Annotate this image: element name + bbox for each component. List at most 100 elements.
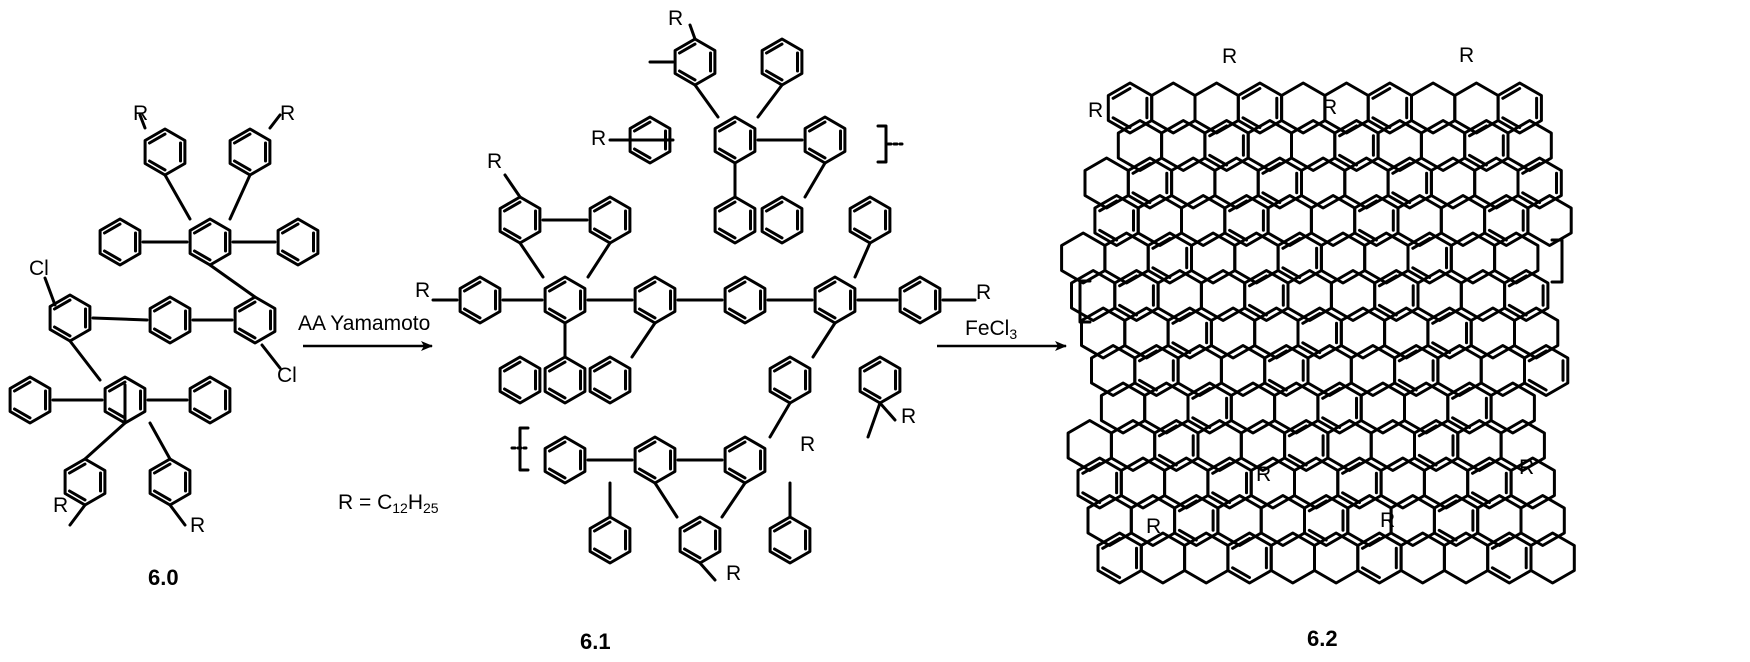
benzene-ring-icon [1523, 344, 1570, 397]
double-bond [808, 147, 827, 160]
r-group-definition: R = C12H25 [338, 492, 439, 516]
benzene-ring-icon [276, 217, 320, 267]
r-label: R [1459, 44, 1475, 67]
double-bond [1338, 124, 1358, 138]
double-bond [1231, 537, 1251, 550]
benzene-ring-icon [543, 275, 587, 325]
double-bond [1468, 124, 1488, 138]
double-bond [53, 325, 72, 338]
benzene-ring-icon [1499, 419, 1546, 472]
r-label: R [190, 514, 206, 537]
double-bond [903, 307, 922, 320]
double-bond [1471, 462, 1491, 475]
compound-6-0-structure [8, 113, 320, 527]
double-bond [463, 280, 482, 293]
reagent-fecl3: FeCl3 [965, 317, 1018, 342]
r-label: R [1380, 509, 1396, 532]
double-bond [548, 280, 567, 293]
bond [148, 421, 172, 461]
double-bond [1341, 491, 1361, 504]
bond [138, 113, 147, 130]
double-bond [1177, 528, 1198, 542]
benzene-ring-icon [723, 275, 767, 325]
double-bond [633, 120, 652, 133]
double-bond [1358, 228, 1378, 242]
benzene-ring-icon [588, 195, 632, 245]
double-bond [1267, 378, 1288, 392]
reagent-fecl3-main: FeCl [965, 317, 1010, 340]
benzene-ring-icon [1529, 531, 1576, 585]
r-label: R [901, 405, 917, 428]
double-bond [548, 467, 567, 480]
benzene-ring-icon [498, 355, 542, 405]
cl-label: Cl [277, 364, 297, 387]
double-bond [1118, 274, 1138, 288]
double-bond [238, 327, 257, 340]
benzene-ring-icon [8, 375, 52, 425]
benzene-ring-icon [673, 37, 717, 87]
double-bond [773, 547, 792, 560]
double-bond [593, 227, 612, 240]
double-bond [1487, 199, 1508, 213]
double-bond [1377, 303, 1398, 317]
double-bond [1451, 387, 1471, 400]
double-bond [503, 200, 522, 213]
double-bond [1507, 274, 1528, 288]
compound-label-6-1: 6.1 [580, 629, 611, 654]
double-bond [718, 227, 737, 240]
double-bond [1157, 424, 1178, 438]
r-label: R [1322, 96, 1338, 119]
bond [586, 241, 612, 279]
double-bond [1171, 341, 1192, 354]
double-bond [1431, 312, 1452, 325]
double-bond [153, 489, 172, 502]
reagent-fecl3-sub: 3 [1009, 326, 1018, 342]
compound-6-2-structure [1060, 81, 1576, 585]
double-bond [503, 227, 522, 240]
r-def-sub1: 12 [392, 500, 408, 516]
benzene-ring-icon [228, 127, 272, 177]
double-bond [638, 307, 657, 320]
double-bond [593, 547, 612, 560]
double-bond [1507, 303, 1528, 317]
bond [91, 316, 149, 322]
benzene-ring-icon [63, 457, 107, 507]
double-bond [148, 159, 167, 172]
double-bond [148, 132, 167, 145]
benzene-ring-icon [48, 293, 92, 343]
double-bond [1451, 416, 1471, 429]
benzene-ring-icon [1489, 381, 1536, 435]
bond [208, 263, 257, 299]
double-bond [281, 249, 300, 262]
double-bond [728, 467, 747, 480]
bond [43, 276, 57, 307]
double-bond [1261, 191, 1282, 204]
double-bond [1487, 228, 1508, 242]
double-bond [1228, 199, 1248, 213]
double-bond [1208, 124, 1229, 138]
benzene-ring-icon [588, 515, 632, 565]
double-bond [593, 520, 612, 533]
double-bond [103, 249, 122, 262]
double-bond [1211, 462, 1232, 475]
double-bond [1307, 499, 1328, 513]
benzene-ring-icon [1526, 194, 1573, 247]
double-bond [683, 547, 702, 560]
double-bond [728, 280, 747, 293]
benzene-ring-icon [1519, 494, 1566, 547]
double-bond [818, 307, 837, 320]
double-bond [678, 69, 697, 82]
double-bond [233, 132, 252, 145]
double-bond [153, 327, 172, 340]
double-bond [1177, 499, 1198, 513]
double-bond [193, 407, 212, 420]
benzene-ring-icon [768, 515, 812, 565]
double-bond [1111, 87, 1132, 100]
double-bond [1521, 191, 1542, 204]
benzene-ring-icon [1509, 456, 1556, 510]
double-bond [238, 300, 257, 313]
benzene-ring-icon [188, 217, 232, 267]
double-bond [193, 249, 212, 262]
double-bond [1321, 387, 1342, 400]
bond [688, 23, 697, 41]
